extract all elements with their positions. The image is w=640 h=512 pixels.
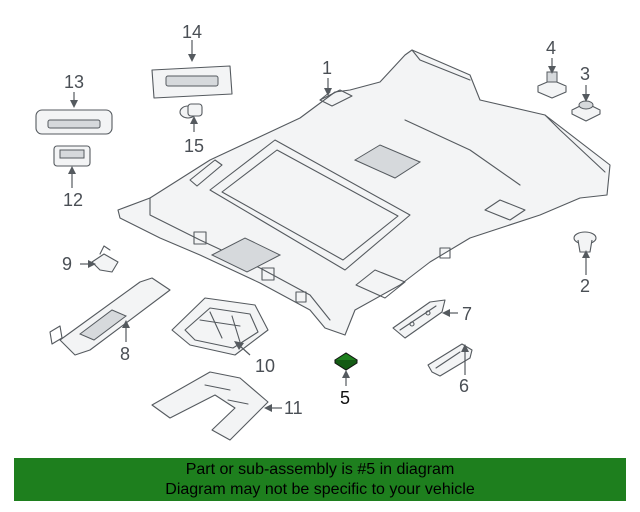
map-light-part-14[interactable] [151,65,233,99]
dome-light-part-13[interactable] [35,109,113,135]
trim-panel-part-11[interactable] [151,371,269,441]
banner-line-2: Diagram may not be specific to your vehi… [165,481,475,498]
callout-9: 9 [62,254,72,274]
visor-clip-part-9[interactable] [91,245,119,273]
console-frame-part-10[interactable] [171,297,269,356]
callout-8: 8 [120,344,130,364]
headliner-part[interactable] [117,49,611,336]
callout-6: 6 [459,376,469,396]
sensor-part-15[interactable] [179,103,203,119]
callout-13: 13 [64,72,84,92]
clip-part-2[interactable] [573,231,597,253]
fastener-part-4[interactable] [537,71,567,99]
sun-visor-part-8[interactable] [49,277,171,356]
callout-14: 14 [182,22,202,42]
leader-lines [68,40,590,412]
callout-3: 3 [580,64,590,84]
callout-11: 11 [284,398,303,418]
callout-5: 5 [340,388,350,408]
callout-15: 15 [184,136,204,156]
info-banner: Part or sub-assembly is #5 in diagram Di… [14,458,626,501]
callout-4: 4 [546,38,556,58]
parts-diagram: 1 2 3 4 5 6 7 8 9 10 11 12 13 14 15 [35,22,611,441]
callout-12: 12 [63,190,83,210]
banner-line-1: Part or sub-assembly is #5 in diagram [185,461,455,478]
clip-part-5-highlighted[interactable] [334,352,358,371]
callout-1: 1 [322,58,332,78]
callout-7: 7 [462,304,472,324]
fastener-part-3[interactable] [571,100,601,122]
bracket-part-7[interactable] [392,299,446,339]
lens-cover-part-12[interactable] [53,145,91,167]
callout-10: 10 [255,356,275,376]
callout-2: 2 [580,276,590,296]
